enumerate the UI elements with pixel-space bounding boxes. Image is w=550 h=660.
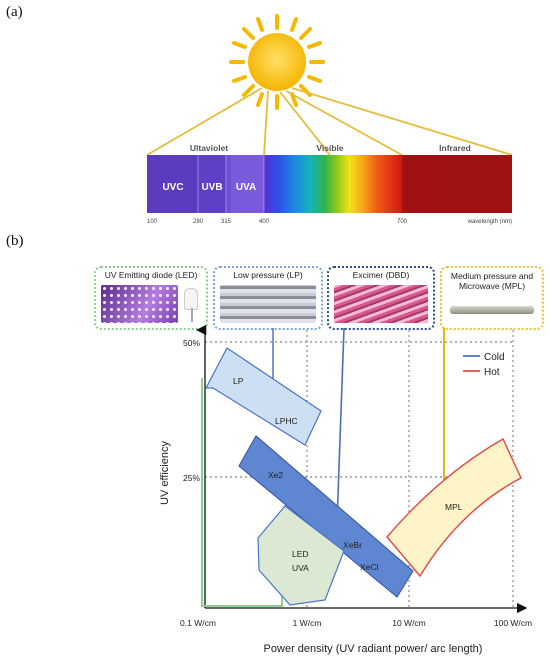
gridlines — [205, 330, 515, 608]
sun-icon — [229, 14, 325, 110]
legend-cold-label: Cold — [484, 352, 505, 363]
spectrum-bar — [147, 155, 512, 213]
y-tick-label: 50% — [183, 338, 200, 348]
wavelength-tick: 400 — [259, 219, 270, 225]
x-tick-label: 1 W/cm — [293, 618, 322, 628]
wavelength-tick: 700 — [397, 219, 408, 225]
lamp-box-dbd: Excimer (DBD) — [327, 266, 435, 330]
led-bulb-legs — [191, 308, 193, 322]
y-tick-label: 25% — [183, 473, 200, 483]
region-label-visible: Visible — [316, 143, 344, 153]
region-label-xecl: XeCl — [360, 562, 379, 572]
wavelength-unit-label: wavelength (nm) — [467, 219, 512, 225]
x-axis-title: Power density (UV radiant power/ arc len… — [264, 643, 483, 655]
region-xe2 — [238, 435, 414, 598]
panel-b-label: (b) — [6, 233, 24, 249]
region-lp — [205, 347, 322, 446]
band-label-uvc: UVC — [162, 182, 183, 193]
band-label-uvb: UVB — [201, 182, 222, 193]
led-bulb-image — [184, 288, 198, 310]
region-label-uva: UVA — [292, 563, 309, 573]
x-tick-label: 0.1 W/cm — [180, 618, 216, 628]
region-label-xebr: XeBr — [343, 540, 362, 550]
wavelength-tick: 315 — [221, 219, 232, 225]
region-label-lphc: LPHC — [275, 416, 298, 426]
region-label-mpl: MPL — [445, 502, 463, 512]
region-label-xe2: Xe2 — [268, 470, 283, 480]
region-label-led: LED — [292, 549, 309, 559]
lamp-box-led: UV Emitting diode (LED) — [94, 266, 208, 330]
region-label-lp: LP — [233, 376, 244, 386]
region-label-ultraviolet: Ultaviolet — [190, 143, 228, 153]
panel-a-spectrum-diagram: Ultaviolet Visible Infrared UVC UVB UVA … — [146, 14, 513, 225]
mpl-lamp-image — [450, 306, 534, 314]
excimer-lamp-image — [334, 285, 428, 323]
region-mpl — [386, 438, 522, 578]
region-led — [257, 505, 345, 606]
wavelength-tick: 280 — [193, 219, 204, 225]
led-outline — [201, 378, 283, 607]
lamp-box-mpl: Medium pressure and Microwave (MPL) — [440, 266, 544, 330]
lamp-title-led: UV Emitting diode (LED) — [104, 270, 198, 280]
x-tick-label: 100 W/cm — [494, 618, 532, 628]
lamp-title-lp: Low pressure (LP) — [233, 270, 303, 280]
led-array-image — [101, 285, 178, 323]
y-axis-title: UV efficiency — [159, 441, 171, 505]
connector-dbd — [336, 327, 345, 524]
x-tick-label: 10 W/cm — [392, 618, 426, 628]
lamp-box-lp: Low pressure (LP) — [213, 266, 323, 330]
legend: Cold Hot — [463, 352, 505, 378]
region-label-infrared: Infrared — [439, 143, 471, 153]
lamp-title-mpl: Medium pressure and Microwave (MPL) — [450, 271, 534, 291]
wavelength-tick: 100 — [147, 219, 158, 225]
panel-a-label: (a) — [6, 4, 23, 20]
band-label-uva: UVA — [236, 182, 256, 193]
lamp-title-dbd: Excimer (DBD) — [352, 270, 410, 280]
sun-rays — [146, 87, 513, 156]
legend-hot-label: Hot — [484, 367, 500, 378]
lp-lamp-image — [220, 285, 316, 323]
